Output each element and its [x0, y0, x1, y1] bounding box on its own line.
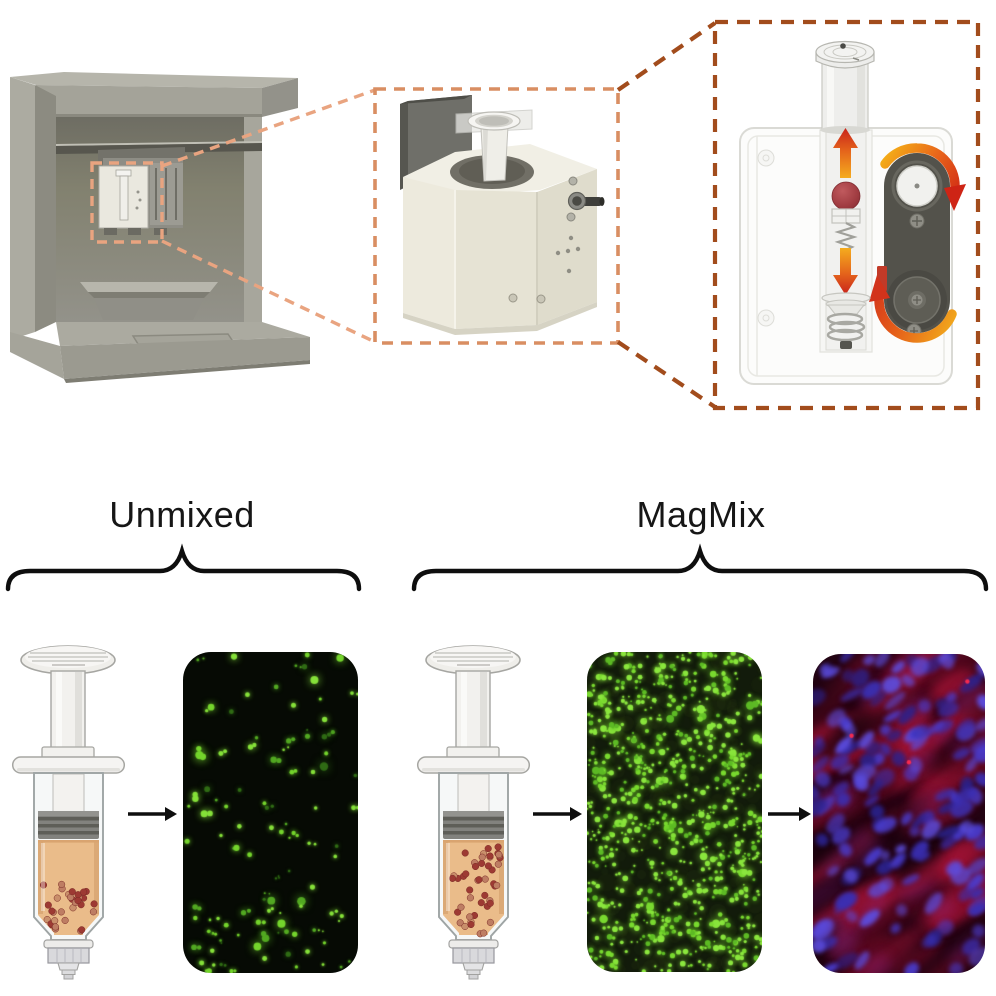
callout-box-mechanism: [712, 19, 981, 411]
mechanism-syringe-cap: [815, 40, 875, 131]
printhead-module-render: [400, 95, 605, 335]
module-back-plate: [400, 101, 408, 190]
syringe-unmixed: [11, 645, 126, 980]
callout-connectors-light: [161, 88, 376, 344]
rotation-arrow-bottom-icon: [869, 275, 957, 343]
module-funnel: [467, 111, 521, 182]
printer-printhead: [98, 147, 185, 235]
unmixed-brace: [5, 543, 362, 592]
printer-tray: [80, 282, 218, 320]
flow-arrow-icon: [128, 807, 177, 821]
magnet-up-arrow-icon: [833, 128, 858, 178]
plunger-seal: [821, 292, 871, 315]
bioprinter-render: [10, 72, 310, 383]
fluorescence-micrograph-magmix: [587, 652, 762, 972]
flow-arrow-icon: [533, 807, 582, 821]
plunger-spring: [826, 312, 866, 342]
flow-arrow-icon: [768, 807, 811, 821]
suspended-particles: [448, 843, 504, 938]
nozzle: [840, 341, 852, 349]
tissue-stain-micrograph: [813, 654, 985, 973]
callout-connectors-dark: [616, 21, 717, 409]
settled-particles: [39, 880, 98, 935]
magmix-label: MagMix: [636, 494, 766, 535]
module-knob: [567, 191, 605, 211]
magnet-ball: [831, 181, 861, 211]
callout-box-module: [373, 87, 620, 345]
magnet-spring: [834, 222, 858, 251]
rotation-arrow-top-icon: [880, 143, 966, 211]
magmix-brace: [411, 543, 989, 592]
flow-arrows: [128, 807, 811, 821]
belt-drive: [877, 153, 950, 339]
syringe-magmix: [416, 645, 531, 980]
mechanism-render: [739, 40, 966, 385]
magnet-down-arrow-icon: [833, 248, 858, 295]
fluorescence-micrograph-unmixed: [183, 652, 358, 973]
unmixed-label: Unmixed: [109, 494, 255, 535]
callout-box-printhead: [90, 161, 164, 244]
